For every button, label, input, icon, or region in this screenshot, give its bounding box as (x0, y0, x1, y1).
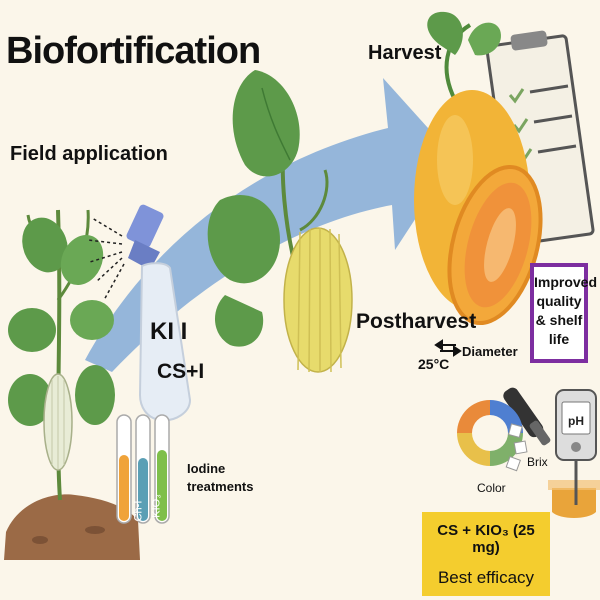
stage-label-field: Field application (10, 143, 168, 165)
harvested-melon (414, 11, 543, 326)
growing-plant (207, 70, 353, 373)
best-efficacy-label: Best efficacy (437, 568, 535, 587)
storage-temperature: 25°C (418, 356, 450, 372)
quality-box: Improved quality & shelf life (530, 263, 597, 363)
measure-diameter: Diameter (462, 344, 518, 359)
caliper-icon (503, 387, 551, 446)
bottle-label-ki: KI I (150, 318, 188, 345)
spray-bottle-icon (126, 204, 192, 422)
sugar-cube-icon (505, 423, 528, 472)
page-title: Biofortification (6, 30, 261, 72)
spray-lines (87, 217, 125, 301)
iodine-treatments-label: Iodine treatments (187, 461, 254, 494)
tube-label-chi: Ch-I (132, 500, 145, 522)
field-plant (8, 209, 115, 501)
stage-label-postharvest: Postharvest (356, 310, 477, 333)
measure-brix: Brix (527, 455, 548, 469)
bottle-label-csi: CS+I (157, 360, 205, 383)
stage-label-harvest: Harvest (368, 42, 442, 64)
tube-label-kio3: KIO₃ (150, 494, 163, 518)
double-arrow-icon (434, 339, 462, 357)
measure-color: Color (477, 481, 506, 495)
measure-ph: pH (568, 414, 584, 428)
ph-meter-icon (548, 389, 600, 518)
best-efficacy-box: CS + KIO₃ (25 mg) Best efficacy (422, 512, 550, 596)
test-tube-icon (116, 414, 170, 524)
best-treatment: CS + KIO₃ (25 mg) (437, 522, 535, 556)
